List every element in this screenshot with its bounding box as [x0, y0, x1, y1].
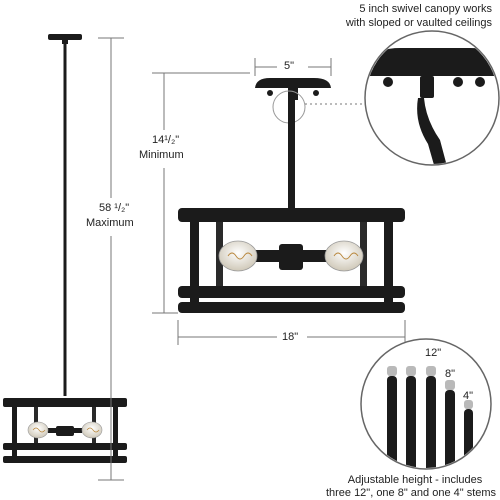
fixture-width-dimension	[177, 320, 406, 345]
max-height-caption: Maximum	[86, 217, 134, 229]
max-height-dimension	[98, 37, 124, 481]
max-height-value: 58 ¹/₂"	[99, 202, 130, 214]
stem-4-label: 4"	[463, 390, 474, 402]
stems-note-line2: three 12", one 8" and one 4" stems	[325, 487, 497, 499]
stems-detail-inset	[360, 338, 492, 470]
canopy-width-label: 5"	[284, 60, 295, 72]
stem-12-label: 12"	[425, 347, 442, 359]
canopy-note-line1: 5 inch swivel canopy works	[359, 3, 492, 15]
min-height-dimension	[152, 72, 250, 314]
fixture-width-label: 18"	[282, 331, 299, 343]
canopy-width-dimension	[254, 58, 332, 76]
stem-8-label: 8"	[445, 368, 456, 380]
fixture-min-height	[178, 78, 405, 313]
stems-note-line1: Adjustable height - includes	[347, 474, 483, 486]
fixture-max-height	[3, 34, 127, 463]
canopy-detail-inset	[364, 30, 500, 166]
canopy-note-line2: with sloped or vaulted ceilings	[345, 17, 492, 29]
min-height-value: 14¹/₂"	[152, 134, 180, 146]
min-height-caption: Minimum	[139, 149, 184, 161]
